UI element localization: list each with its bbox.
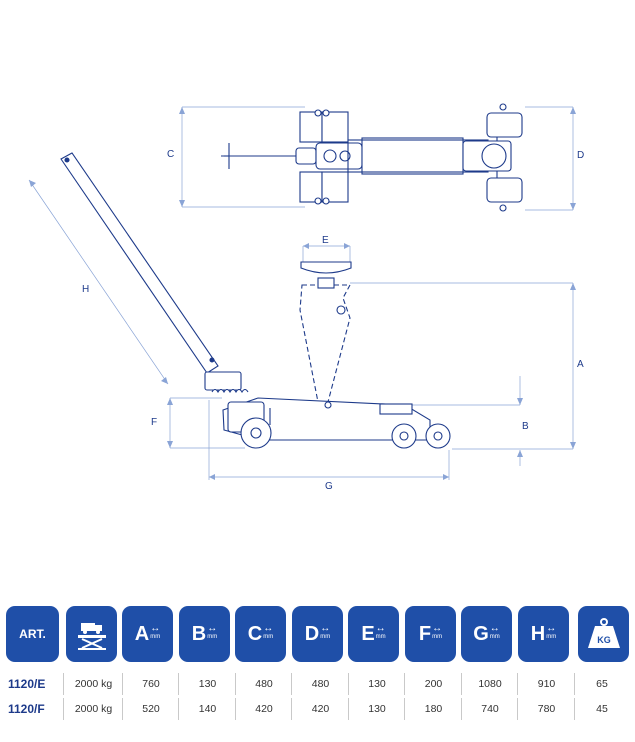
header-dim-6: G↔mm xyxy=(461,606,512,662)
dim-label-c: C xyxy=(167,149,174,160)
jack-top-view xyxy=(221,103,523,212)
header-dim-4: E↔mm xyxy=(348,606,399,662)
dim-label-g: G xyxy=(325,481,333,492)
table-cell: 130 xyxy=(348,698,405,720)
header-dim-2: C↔mm xyxy=(235,606,286,662)
row-code: 1120/F xyxy=(8,702,45,716)
dim-letter: H xyxy=(530,623,546,645)
dim-unit: mm xyxy=(375,633,386,640)
dim-letter: A xyxy=(134,623,150,645)
lift-truck-icon xyxy=(66,606,117,662)
weight-label: KG xyxy=(597,635,611,645)
row-code: 1120/E xyxy=(8,677,46,691)
double-arrow-icon: ↔ xyxy=(207,622,218,634)
table-cell: 2000 kg xyxy=(63,673,123,695)
trolley-jack-technical-drawing: C D E A B F G H xyxy=(28,103,584,492)
dim-label-h: H xyxy=(82,284,89,295)
dim-letter: G xyxy=(473,623,489,645)
header-dim-5: F↔mm xyxy=(405,606,456,662)
dim-letter: B xyxy=(191,623,207,645)
jack-handle xyxy=(60,152,219,374)
double-arrow-icon: ↔ xyxy=(546,622,557,634)
dim-line-h xyxy=(28,179,169,385)
table-cell: 130 xyxy=(178,673,236,695)
dim-unit: mm xyxy=(432,633,443,640)
table-cell: 420 xyxy=(291,698,349,720)
table-cell: 130 xyxy=(348,673,405,695)
table-cell: 740 xyxy=(461,698,518,720)
table-cell: 2000 kg xyxy=(63,698,123,720)
dim-label-f: F xyxy=(151,417,157,428)
table-cell: 520 xyxy=(122,698,179,720)
double-arrow-icon: ↔ xyxy=(263,622,274,634)
header-dim-1: B↔mm xyxy=(179,606,230,662)
double-arrow-icon: ↔ xyxy=(489,622,500,634)
dim-letter: D xyxy=(304,623,320,645)
header-art: ART. xyxy=(6,606,59,662)
table-cell: 1080 xyxy=(461,673,518,695)
jack-side-view xyxy=(60,152,451,449)
table-cell: 480 xyxy=(291,673,349,695)
dim-unit: mm xyxy=(546,633,557,640)
table-cell: 780 xyxy=(517,698,575,720)
dim-unit: mm xyxy=(207,633,218,640)
table-cell: 65 xyxy=(574,673,629,695)
dim-unit: mm xyxy=(263,633,274,640)
table-cell: 180 xyxy=(404,698,462,720)
dim-unit: mm xyxy=(489,633,500,640)
table-cell: 140 xyxy=(178,698,236,720)
dim-unit: mm xyxy=(320,633,331,640)
weight-icon: KG xyxy=(578,606,629,662)
header-dim-0: A↔mm xyxy=(122,606,173,662)
double-arrow-icon: ↔ xyxy=(320,622,331,634)
dim-letter: E xyxy=(361,623,375,645)
table-cell: 760 xyxy=(122,673,179,695)
dim-label-a: A xyxy=(577,359,584,370)
dim-unit: mm xyxy=(150,633,161,640)
double-arrow-icon: ↔ xyxy=(375,622,386,634)
header-dim-7: H↔mm xyxy=(518,606,569,662)
table-cell: 910 xyxy=(517,673,575,695)
double-arrow-icon: ↔ xyxy=(150,622,161,634)
header-dim-3: D↔mm xyxy=(292,606,343,662)
dim-letter: C xyxy=(247,623,263,645)
dim-label-e: E xyxy=(322,235,329,246)
double-arrow-icon: ↔ xyxy=(432,622,443,634)
table-cell: 45 xyxy=(574,698,629,720)
dim-letter: F xyxy=(418,623,432,645)
table-cell: 200 xyxy=(404,673,462,695)
dim-label-d: D xyxy=(577,150,584,161)
table-cell: 480 xyxy=(235,673,292,695)
dim-label-b: B xyxy=(522,421,529,432)
table-cell: 420 xyxy=(235,698,292,720)
